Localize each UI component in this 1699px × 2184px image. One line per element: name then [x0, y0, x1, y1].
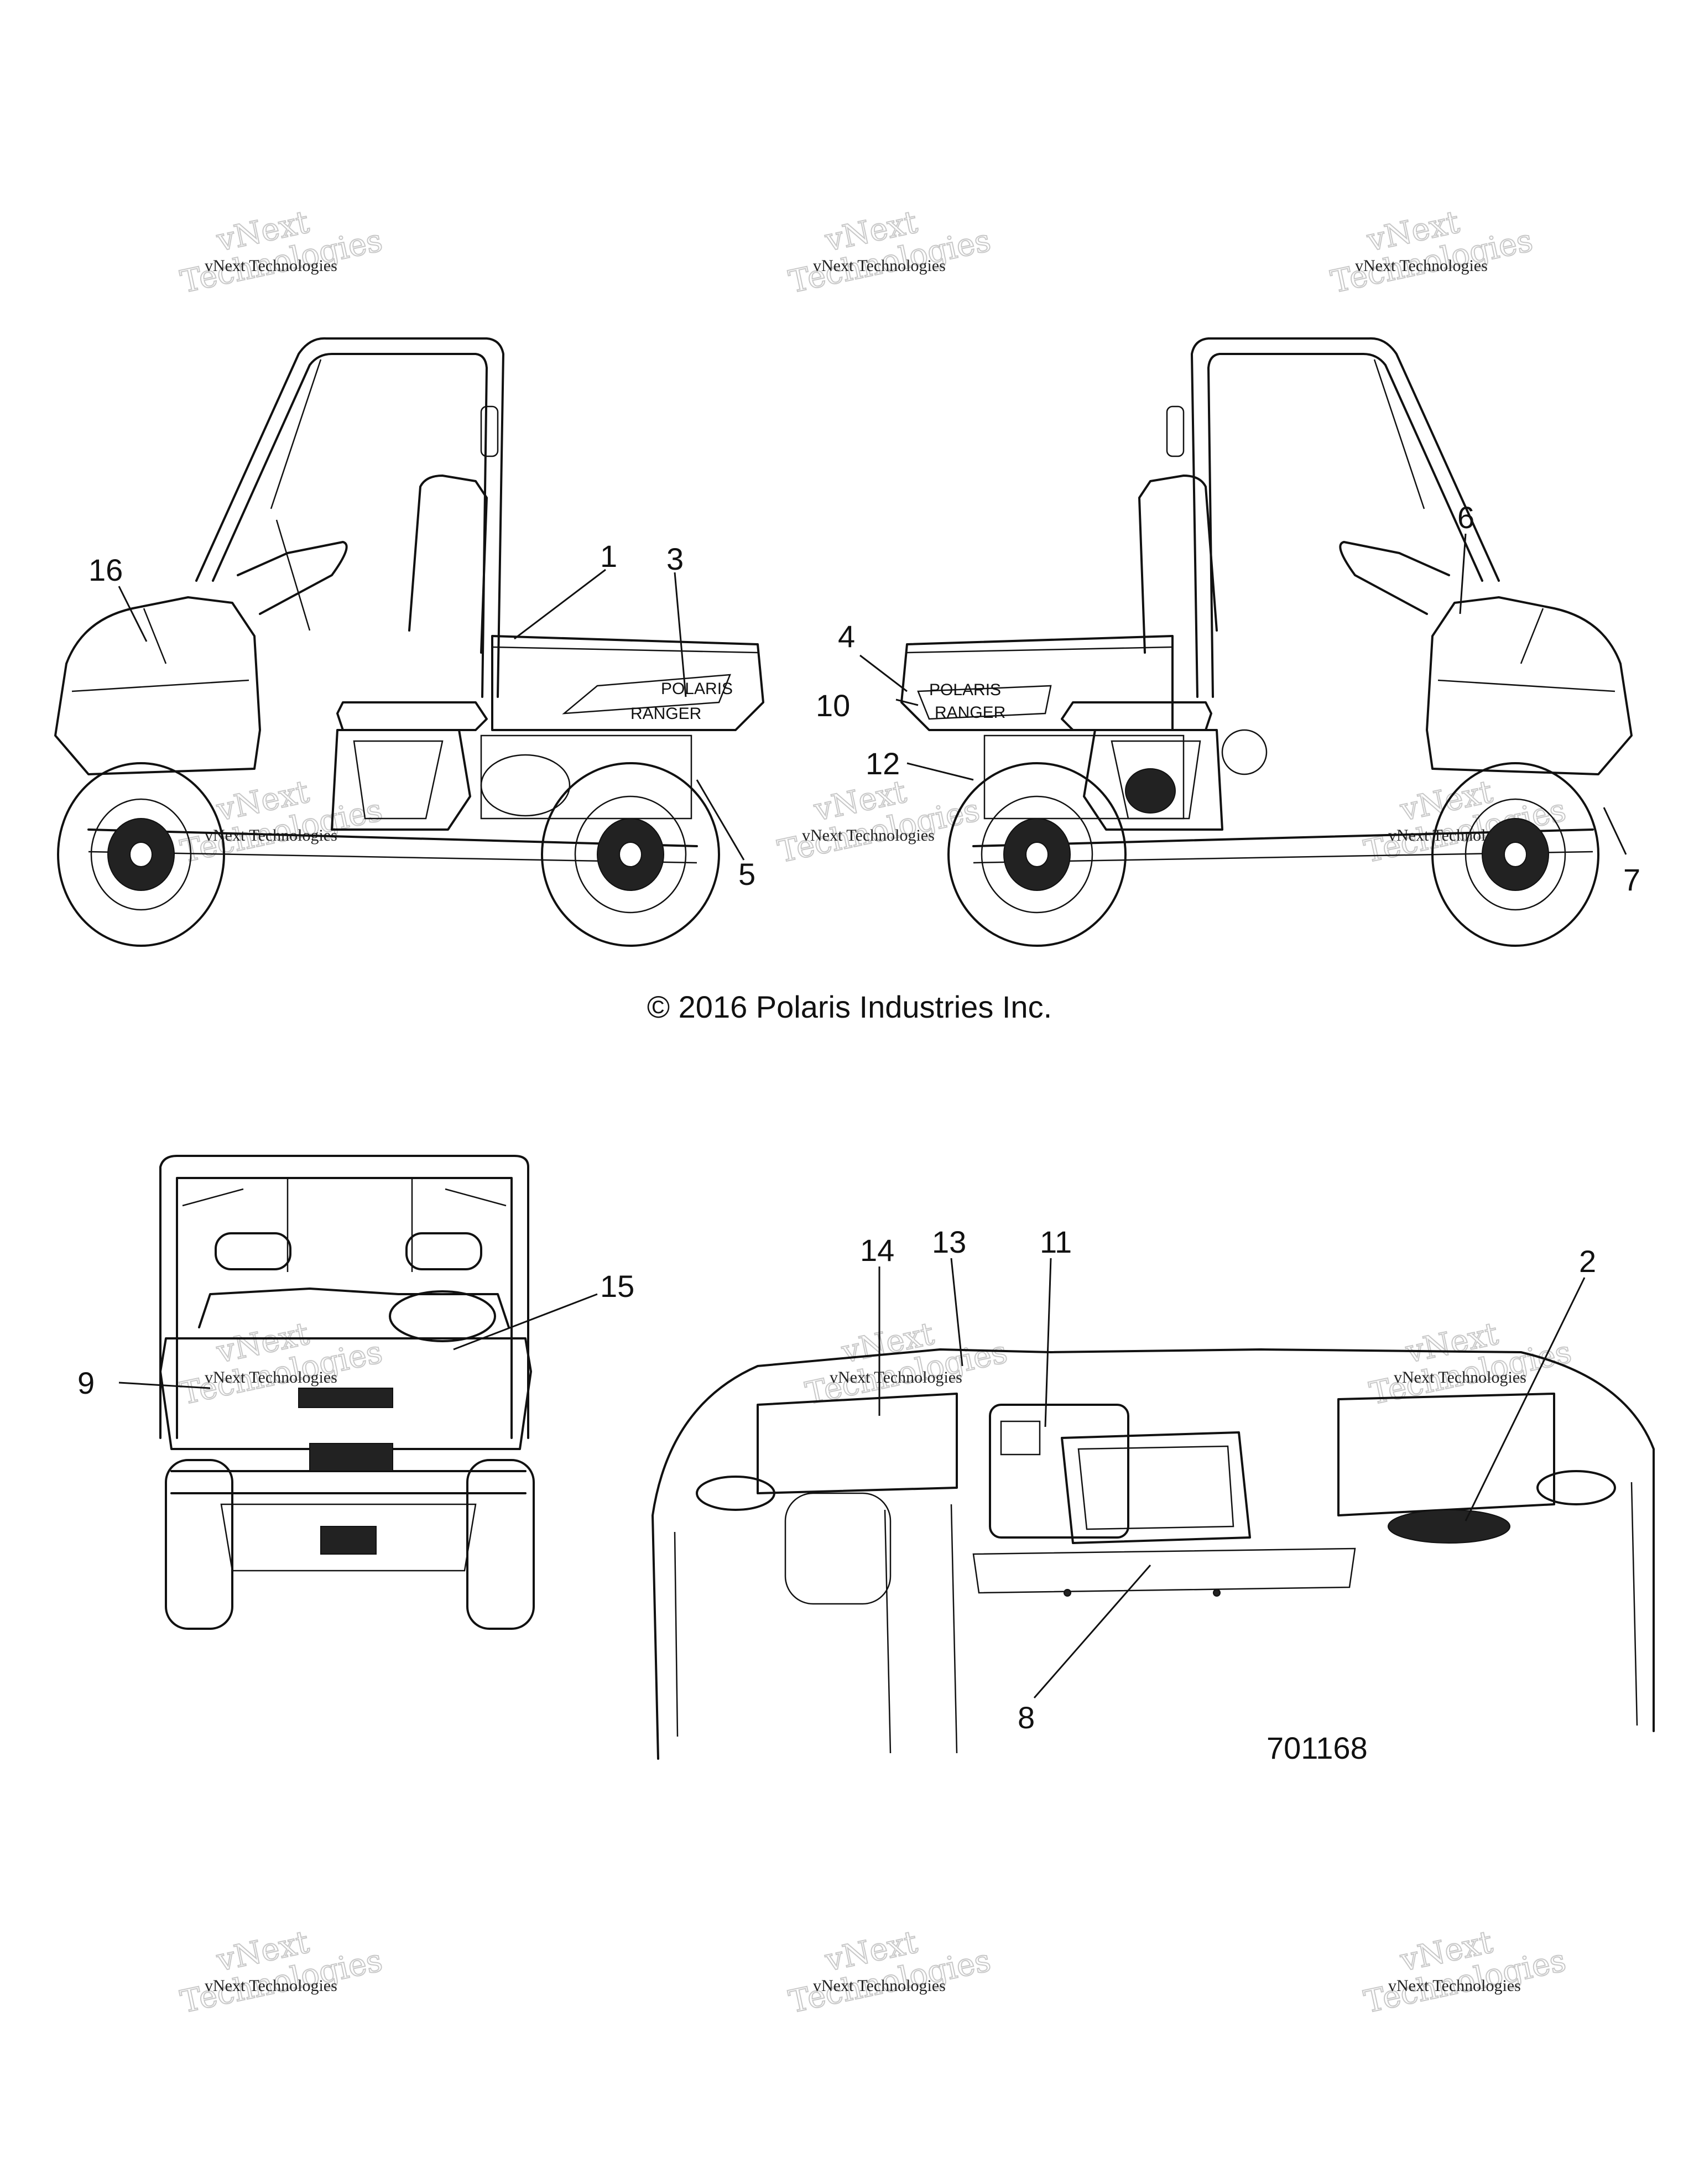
leader-3: [674, 572, 687, 697]
watermark-mid-left: Technologies vNext vNext Technologies: [177, 773, 386, 871]
callout-3: 3: [666, 541, 684, 576]
leader-4: [859, 654, 908, 692]
callout-9: 9: [77, 1365, 95, 1400]
watermark-top-right: Technologies vNext vNext Technologies: [1327, 204, 1536, 301]
leader-6: [1459, 533, 1467, 614]
vehicle-left-side-view: RANGER POLARIS: [54, 337, 764, 947]
vehicle-right-side-view: RANGER POLARIS: [900, 337, 1633, 947]
svg-text:vNext Technologies: vNext Technologies: [205, 1977, 337, 1995]
leader-13: [950, 1258, 963, 1367]
leader-10: [895, 699, 919, 706]
callout-6: 6: [1457, 500, 1474, 535]
callout-11: 11: [1040, 1224, 1072, 1259]
svg-text:vNext Technologies: vNext Technologies: [830, 1368, 962, 1386]
callout-4: 4: [838, 619, 855, 654]
leader-15: [453, 1293, 598, 1351]
svg-text:vNext Technologies: vNext Technologies: [205, 257, 337, 275]
vehicle-front-view: [159, 1155, 535, 1630]
callout-10: 10: [816, 688, 850, 723]
diagram-part-number: 701168: [1267, 1730, 1368, 1765]
leader-9: [118, 1382, 211, 1389]
callout-1: 1: [600, 539, 617, 574]
watermark-top-left: Technologies vNext vNext Technologies: [177, 204, 386, 301]
leader-12: [906, 762, 974, 781]
leader-11: [1044, 1258, 1052, 1427]
callout-8: 8: [1018, 1700, 1035, 1735]
svg-text:vNext Technologies: vNext Technologies: [1355, 257, 1488, 275]
bed-brand-text-right: POLARIS: [929, 681, 1001, 699]
bed-brand-text-left: POLARIS: [661, 680, 733, 698]
svg-text:vNext Technologies: vNext Technologies: [205, 1368, 337, 1386]
svg-text:vNext Technologies: vNext Technologies: [813, 1977, 946, 1995]
leader-16: [118, 586, 148, 642]
dashboard-view: [652, 1348, 1655, 1760]
leader-7: [1603, 807, 1627, 855]
leader-2: [1465, 1277, 1586, 1521]
bed-decal-text-right: RANGER: [935, 703, 1005, 722]
svg-text:vNext Technologies: vNext Technologies: [813, 257, 946, 275]
leader-5: [696, 779, 745, 861]
callout-7: 7: [1623, 862, 1640, 897]
callout-15: 15: [600, 1269, 634, 1304]
watermark-bottom-right: Technologies vNext vNext Technologies: [1361, 1924, 1570, 2021]
svg-text:vNext Technologies: vNext Technologies: [1394, 1368, 1526, 1386]
copyright-notice: © 2016 Polaris Industries Inc.: [647, 989, 1052, 1024]
leader-lines: [118, 533, 1627, 1698]
callout-labels: 16 1 3 5 4 10 12 6 7 9 15 14 13 11 2 8: [77, 500, 1640, 1735]
callout-12: 12: [866, 746, 900, 781]
watermark-top-center: Technologies vNext vNext Technologies: [785, 204, 994, 301]
callout-14: 14: [860, 1233, 894, 1268]
bed-decal-text-left: RANGER: [630, 705, 701, 723]
svg-text:vNext Technologies: vNext Technologies: [1388, 1977, 1521, 1995]
leader-8: [1033, 1565, 1151, 1698]
callout-5: 5: [738, 857, 755, 892]
watermark-bottom-left: Technologies vNext vNext Technologies: [177, 1924, 386, 2021]
watermark-bottom-center: Technologies vNext vNext Technologies: [785, 1924, 994, 2021]
callout-13: 13: [932, 1224, 966, 1259]
leader-1: [514, 569, 606, 640]
svg-text:vNext Technologies: vNext Technologies: [802, 826, 935, 845]
callout-2: 2: [1579, 1244, 1596, 1279]
callout-16: 16: [88, 552, 123, 587]
